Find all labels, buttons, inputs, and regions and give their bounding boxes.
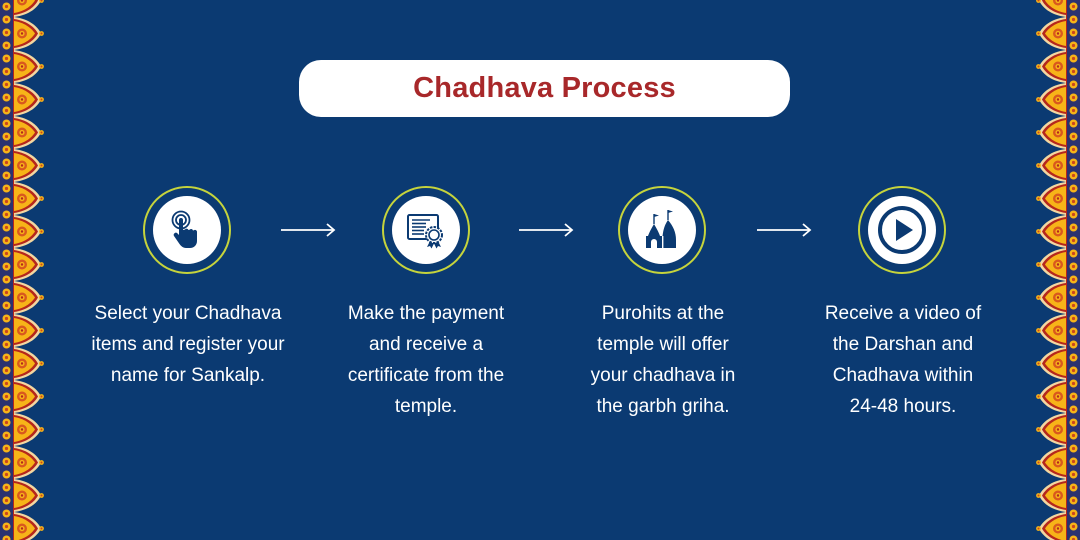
step-2-description: Make the payment and receive a certifica… xyxy=(347,303,505,417)
page-title: Chadhava Process xyxy=(413,72,676,104)
step-1-icon-badge xyxy=(143,186,231,274)
step-3-description: Purohits at the temple will offer your c… xyxy=(590,303,736,417)
step-4-icon-badge xyxy=(858,186,946,274)
title-banner: Chadhava Process xyxy=(299,60,790,117)
arrow-right-icon xyxy=(519,223,574,237)
step-3-icon-badge xyxy=(618,186,706,274)
certificate-icon xyxy=(407,214,443,249)
decorative-border-left xyxy=(0,0,44,540)
step-4-description: Receive a video of the Darshan and Chadh… xyxy=(824,303,982,417)
step-2-icon-badge xyxy=(382,186,470,274)
play-video-icon xyxy=(878,206,926,254)
arrow-right-icon xyxy=(757,223,812,237)
step-1-description: Select your Chadhava items and register … xyxy=(91,303,285,386)
tap-hand-icon xyxy=(171,210,197,248)
decorative-border-right xyxy=(1036,0,1080,540)
temple-icon xyxy=(646,210,676,248)
arrow-right-icon xyxy=(281,223,336,237)
